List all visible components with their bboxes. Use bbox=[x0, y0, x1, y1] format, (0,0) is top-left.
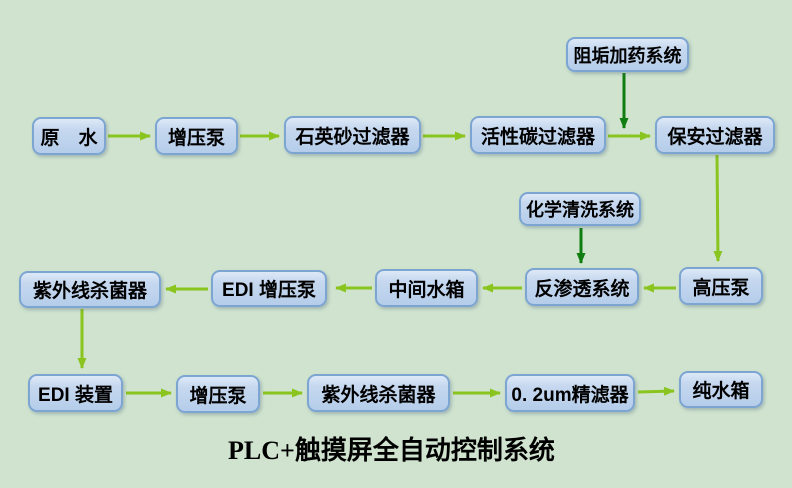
node-booster-pump-2: 增压泵 bbox=[176, 375, 260, 413]
node-chemical-cleaning-system: 化学清洗系统 bbox=[519, 192, 641, 226]
node-ro-system: 反渗透系统 bbox=[525, 268, 639, 306]
node-edi-booster-pump: EDI 增压泵 bbox=[211, 270, 327, 307]
arrow-security-filter-to-high-pressure-pump bbox=[713, 154, 723, 262]
node-uv-sterilizer-1: 紫外线杀菌器 bbox=[19, 271, 161, 308]
node-high-pressure-pump: 高压泵 bbox=[679, 267, 763, 305]
node-activated-carbon-filter: 活性碳过滤器 bbox=[470, 116, 606, 154]
node-antiscalant-dosing-system: 阻垢加药系统 bbox=[566, 37, 689, 72]
node-pure-water-tank: 纯水箱 bbox=[679, 371, 763, 408]
node-quartz-sand-filter: 石英砂过滤器 bbox=[284, 116, 421, 154]
node-uv-sterilizer-2: 紫外线杀菌器 bbox=[307, 374, 450, 412]
node-edi-unit: EDI 装置 bbox=[28, 374, 123, 412]
arrow-fine-filter-to-pure-water-tank bbox=[637, 386, 675, 396]
node-fine-filter: 0. 2um精滤器 bbox=[505, 374, 635, 412]
diagram-title: PLC+触摸屏全自动控制系统 bbox=[228, 436, 555, 465]
node-raw-water: 原 水 bbox=[32, 117, 106, 155]
node-booster-pump-1: 增压泵 bbox=[155, 117, 238, 155]
node-security-filter: 保安过滤器 bbox=[655, 116, 775, 154]
node-intermediate-tank: 中间水箱 bbox=[375, 269, 478, 307]
